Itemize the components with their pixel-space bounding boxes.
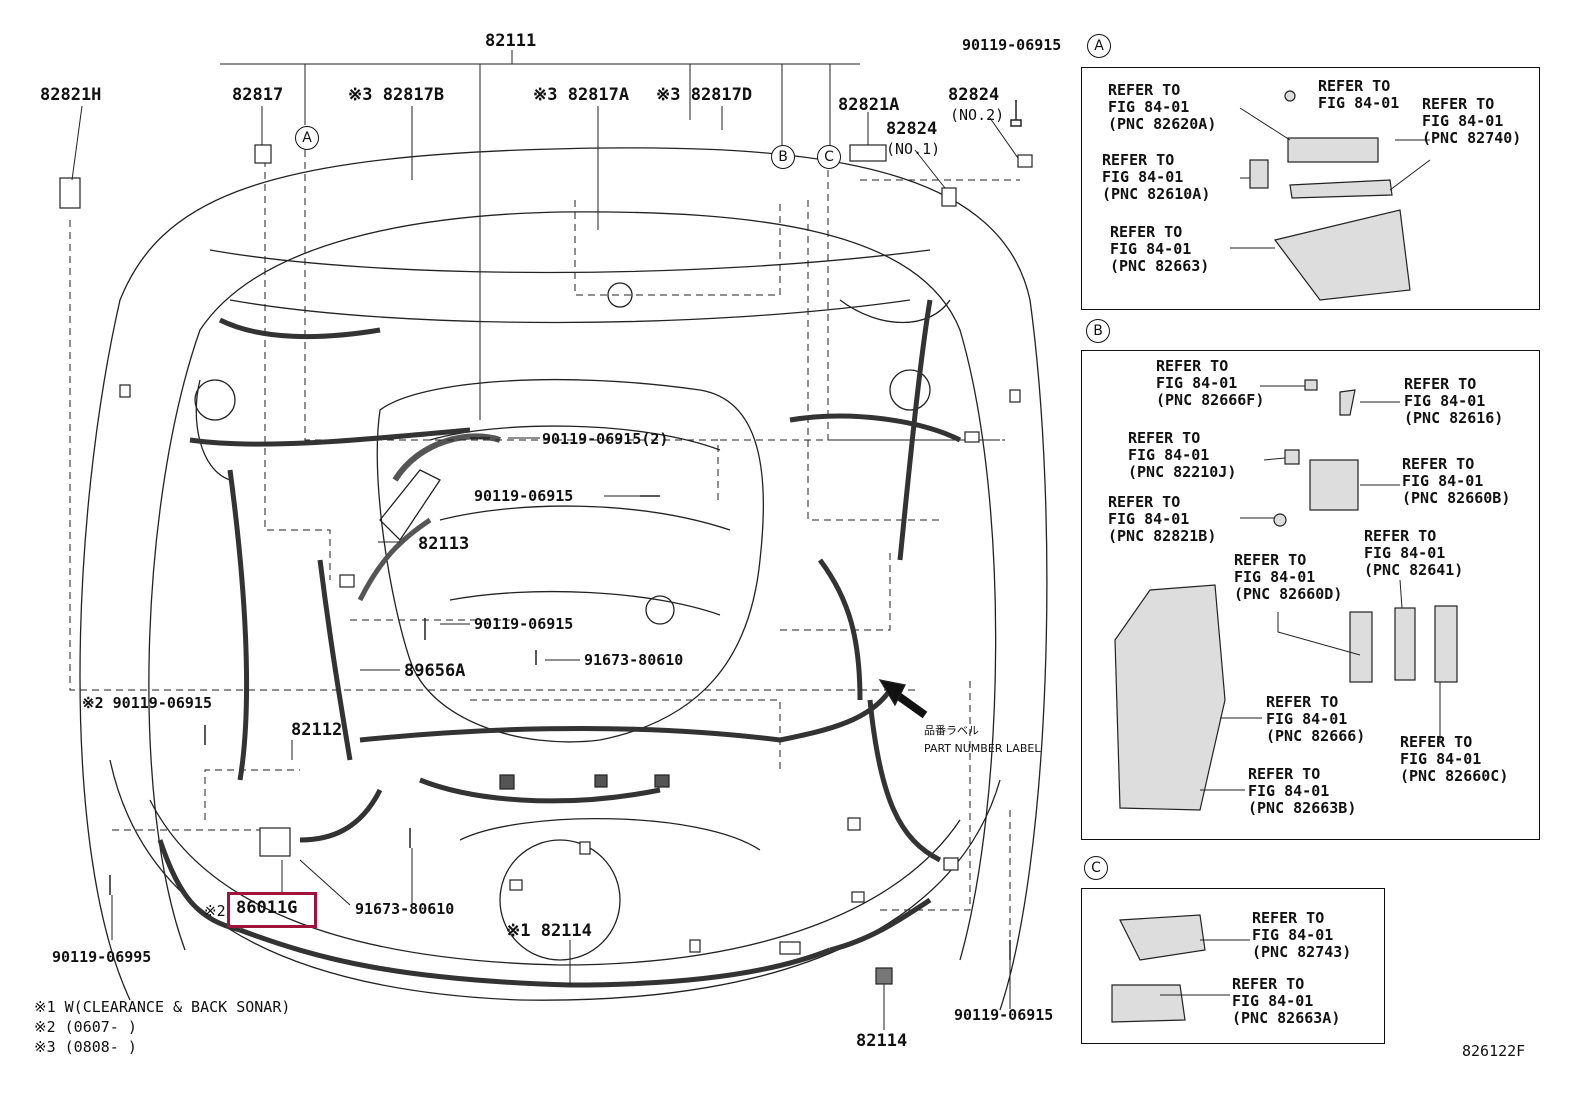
part-label-82111: 82111 bbox=[485, 31, 537, 51]
callout-b-main: B bbox=[771, 145, 795, 169]
panel-b-ref-82660c: REFER TO FIG 84-01 (PNC 82660C) bbox=[1400, 733, 1509, 785]
panel-b-ref-82660b: REFER TO FIG 84-01 (PNC 82660B) bbox=[1402, 455, 1511, 507]
panel-b-ref-82641: REFER TO FIG 84-01 (PNC 82641) bbox=[1364, 527, 1464, 579]
part-label-82821h: 82821H bbox=[40, 85, 102, 105]
callout-a-top: A bbox=[1087, 34, 1111, 58]
part-label-90119-mid: 90119-06915 bbox=[474, 487, 574, 505]
panel-a-ref-82663: REFER TO FIG 84-01 (PNC 82663) bbox=[1110, 223, 1210, 275]
part-label-90119-br: 90119-06915 bbox=[954, 1006, 1054, 1024]
panel-c-ref-82663a: REFER TO FIG 84-01 (PNC 82663A) bbox=[1232, 975, 1341, 1027]
part-label-82824-no2: 82824 bbox=[948, 85, 1000, 105]
callout-a-main: A bbox=[295, 126, 319, 150]
part-label-82821a: 82821A bbox=[838, 95, 900, 115]
drawing-id: 826122F bbox=[1462, 1042, 1526, 1060]
part-label-90119-2: 90119-06915(2) bbox=[542, 430, 669, 448]
detail-panel-a bbox=[1081, 67, 1540, 310]
label-jp: 品番ラベル bbox=[924, 724, 979, 737]
part-label-note2-marker: ※2 bbox=[204, 902, 226, 920]
panel-b-ref-82660d: REFER TO FIG 84-01 (PNC 82660D) bbox=[1234, 551, 1343, 603]
part-label-90119-low: 90119-06915 bbox=[474, 615, 574, 633]
part-label-82817: 82817 bbox=[232, 85, 284, 105]
panel-a-ref-82620a: REFER TO FIG 84-01 (PNC 82620A) bbox=[1108, 81, 1217, 133]
callout-c-panel: C bbox=[1084, 856, 1108, 880]
panel-b-ref-82210j: REFER TO FIG 84-01 (PNC 82210J) bbox=[1128, 429, 1237, 481]
part-label-82817d: ※3 82817D bbox=[656, 85, 753, 105]
part-label-82114-a: ※1 82114 bbox=[506, 921, 592, 941]
part-label-82114-b: 82114 bbox=[856, 1031, 908, 1051]
panel-a-ref-82740: REFER TO FIG 84-01 (PNC 82740) bbox=[1422, 95, 1522, 147]
panel-b-ref-82616: REFER TO FIG 84-01 (PNC 82616) bbox=[1404, 375, 1504, 427]
highlighted-part-box bbox=[227, 892, 317, 928]
part-label-82817b: ※3 82817B bbox=[348, 85, 445, 105]
label-en: PART NUMBER LABEL bbox=[924, 742, 1041, 755]
highlighted-part-label[interactable]: 86011G bbox=[236, 898, 298, 918]
part-label-no1: (NO.1) bbox=[886, 140, 941, 158]
part-label-91673-b: 91673-80610 bbox=[355, 900, 455, 918]
callout-c-main: C bbox=[817, 145, 841, 169]
footnote-3: ※3 (0808- ) bbox=[34, 1038, 137, 1056]
panel-c-ref-82743: REFER TO FIG 84-01 (PNC 82743) bbox=[1252, 909, 1352, 961]
panel-b-ref-82821b: REFER TO FIG 84-01 (PNC 82821B) bbox=[1108, 493, 1217, 545]
part-label-90119-note2: ※2 90119-06915 bbox=[82, 694, 212, 712]
footnote-1: ※1 W(CLEARANCE & BACK SONAR) bbox=[34, 998, 291, 1016]
part-label-82113: 82113 bbox=[418, 534, 470, 554]
panel-a-ref-82610a: REFER TO FIG 84-01 (PNC 82610A) bbox=[1102, 151, 1211, 203]
part-label-91673-a: 91673-80610 bbox=[584, 651, 684, 669]
part-label-82817a: ※3 82817A bbox=[533, 85, 630, 105]
footnote-2: ※2 (0607- ) bbox=[34, 1018, 137, 1036]
detail-panel-b bbox=[1081, 350, 1540, 840]
callout-b-panel: B bbox=[1086, 319, 1110, 343]
detail-panel-c bbox=[1081, 888, 1385, 1044]
panel-b-ref-82666f: REFER TO FIG 84-01 (PNC 82666F) bbox=[1156, 357, 1265, 409]
part-label-82112: 82112 bbox=[291, 720, 343, 740]
part-label-no2: (NO.2) bbox=[950, 106, 1005, 124]
part-label-82824-no1: 82824 bbox=[886, 119, 938, 139]
panel-b-ref-82666: REFER TO FIG 84-01 (PNC 82666) bbox=[1266, 693, 1366, 745]
part-label-90119-top: 90119-06915 bbox=[962, 36, 1062, 54]
panel-b-ref-82663b: REFER TO FIG 84-01 (PNC 82663B) bbox=[1248, 765, 1357, 817]
part-label-90119-06995: 90119-06995 bbox=[52, 948, 152, 966]
panel-a-ref-bolt: REFER TO FIG 84-01 bbox=[1318, 77, 1400, 112]
part-label-89656a: 89656A bbox=[404, 661, 466, 681]
